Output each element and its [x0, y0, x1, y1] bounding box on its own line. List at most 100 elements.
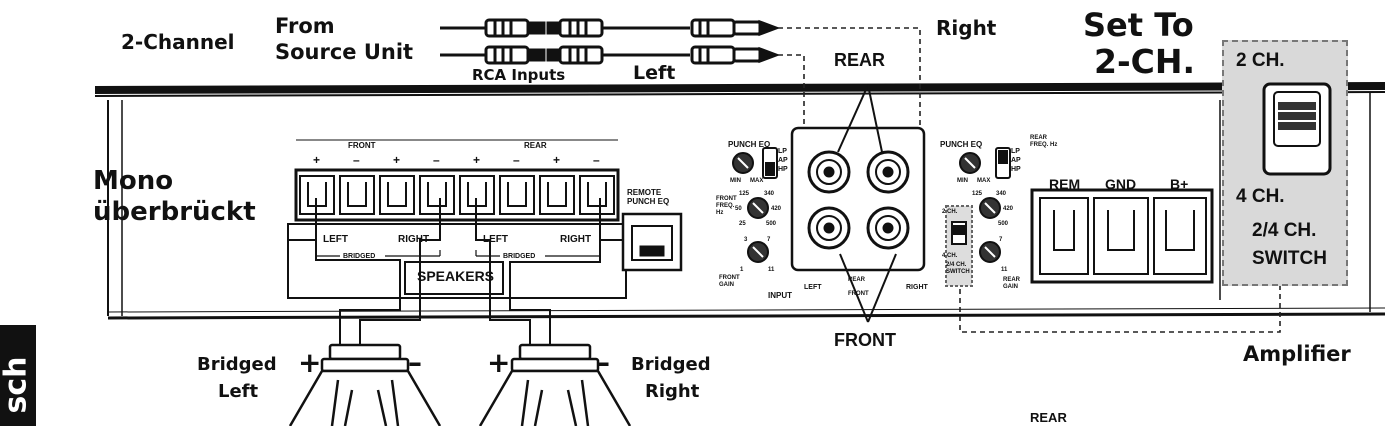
remote-punch-eq-port	[621, 212, 683, 272]
switch-panel-2ch: 2 CH.	[1236, 50, 1285, 71]
bplus-label: B+	[1170, 176, 1189, 192]
left-speaker-plus: +	[298, 346, 322, 379]
rear-freq-label: REAR FREQ. Hz	[1030, 135, 1058, 148]
front-right-label: RIGHT	[398, 234, 430, 245]
polarity-7: +	[553, 153, 561, 167]
rear-freq-tick-420: 420	[1003, 206, 1014, 212]
rear-bridged-label: BRIDGED	[503, 253, 536, 260]
polarity-2: –	[353, 153, 360, 167]
right-speaker-minus: –	[596, 346, 610, 379]
speaker-left	[288, 343, 442, 426]
remote-punch-eq-label-2: PUNCH EQ	[627, 197, 670, 206]
front-left-label: LEFT	[323, 234, 348, 245]
speaker-terminal-screw	[387, 182, 407, 207]
speaker-terminal-screw	[547, 182, 567, 207]
front-freq-label: FRONT FREQ. Hz	[716, 196, 737, 216]
rear-callout: REAR	[834, 50, 886, 70]
rear-max-label: MAX	[977, 178, 991, 184]
speaker-terminal-screw	[587, 182, 607, 207]
front-max-label: MAX	[750, 178, 764, 184]
input-label: INPUT	[768, 291, 792, 300]
front-gain-tick-1: 1	[740, 267, 744, 273]
rear-freq-tick-340: 340	[996, 191, 1007, 197]
speaker-terminal-screw	[507, 182, 527, 207]
front-gain-tick-3: 3	[744, 237, 748, 243]
remote-punch-eq-label-1: REMOTE	[627, 188, 662, 197]
set-to-label: Set To	[1083, 6, 1194, 44]
rear-gain-label: REAR GAIN	[1003, 277, 1021, 290]
rear-hp-label: HP	[1011, 166, 1021, 173]
front-min-label: MIN	[730, 178, 741, 184]
pointer-lines	[837, 84, 897, 323]
left-speaker-minus: –	[408, 346, 422, 379]
amp-rear-label: REAR	[524, 141, 547, 150]
front-lp-label: LP	[778, 148, 787, 155]
rear-min-label: MIN	[957, 178, 968, 184]
right-speaker-plus: +	[487, 346, 511, 379]
speaker-wires	[288, 198, 626, 345]
rear-right-label: RIGHT	[560, 234, 592, 245]
amp-front-label: FRONT	[348, 141, 376, 150]
switch-panel-label-2: SWITCH	[1252, 248, 1327, 269]
polarity-1: +	[313, 153, 321, 167]
front-gain-tick-7: 7	[767, 237, 771, 243]
left-cable-label: Left	[633, 62, 676, 84]
rear-lp-label: LP	[1011, 148, 1020, 155]
bridged-de-label: überbrückt	[93, 197, 256, 227]
rca-input-panel	[790, 126, 926, 272]
rca-plug-left-end	[690, 45, 781, 65]
two-channel-label: 2-Channel	[121, 30, 235, 54]
bridged-left-line1: Bridged	[197, 354, 277, 375]
rear-punch-eq-label: PUNCH EQ	[940, 140, 983, 149]
mono-label: Mono	[93, 166, 174, 196]
rca-inputs-label: RCA Inputs	[472, 66, 566, 84]
channel-slide-switch[interactable]	[1262, 82, 1332, 176]
front-freq-tick-50: 50	[735, 206, 742, 212]
front-gain-label: FRONT GAIN	[719, 275, 740, 288]
rca-plug-right-amp-side	[546, 18, 604, 38]
bridged-right-line2: Right	[645, 381, 700, 402]
speaker-terminal-screw	[347, 182, 367, 207]
switch-panel-4ch: 4 CH.	[1236, 186, 1285, 207]
rca-cables	[440, 18, 781, 65]
input-rear-label: REAR	[848, 277, 866, 283]
rca-plug-right-source	[484, 18, 546, 38]
mini-switches	[762, 147, 1011, 287]
front-callout: FRONT	[834, 330, 896, 350]
power-terminal-block	[1030, 188, 1214, 284]
front-hp-label: HP	[778, 166, 788, 173]
rear-left-label: LEFT	[483, 234, 508, 245]
from-label: From	[275, 14, 335, 38]
two-ch-setting-label: 2-CH.	[1094, 42, 1196, 81]
front-freq-tick-420: 420	[771, 206, 782, 212]
speaker-right	[478, 343, 632, 426]
bridged-left-line2: Left	[218, 381, 259, 402]
polarity-8: –	[593, 153, 600, 167]
language-tab-text: sch	[0, 356, 34, 414]
rca-plug-left-source	[484, 45, 546, 65]
rear-freq-tick-125: 125	[972, 191, 983, 197]
dashed-leads	[778, 27, 1281, 333]
front-freq-tick-340: 340	[764, 191, 775, 197]
rear-gain-tick-11: 11	[1001, 267, 1008, 273]
input-right-label: RIGHT	[906, 284, 928, 291]
front-bridged-label: BRIDGED	[343, 253, 376, 260]
polarity-6: –	[513, 153, 520, 167]
rear-gain-tick-7: 7	[999, 237, 1003, 243]
rem-label: REM	[1049, 176, 1081, 192]
bridged-right-line1: Bridged	[631, 354, 711, 375]
mini-switch-label: 2/4 CH. SWITCH	[946, 262, 970, 275]
bottom-rear-label: REAR	[1030, 410, 1067, 425]
rca-plug-right-end	[690, 18, 781, 38]
amplifier-chassis	[94, 82, 1385, 320]
polarity-4: –	[433, 153, 440, 167]
rear-freq-tick-500: 500	[998, 221, 1009, 227]
speaker-terminal-screw	[427, 182, 447, 207]
rear-ap-label: AP	[1011, 157, 1021, 164]
front-gain-tick-11: 11	[768, 267, 775, 273]
gnd-label: GND	[1105, 176, 1137, 192]
polarity-5: +	[473, 153, 481, 167]
front-punch-eq-label: PUNCH EQ	[728, 140, 771, 149]
rca-plug-left-amp-side	[546, 45, 604, 65]
